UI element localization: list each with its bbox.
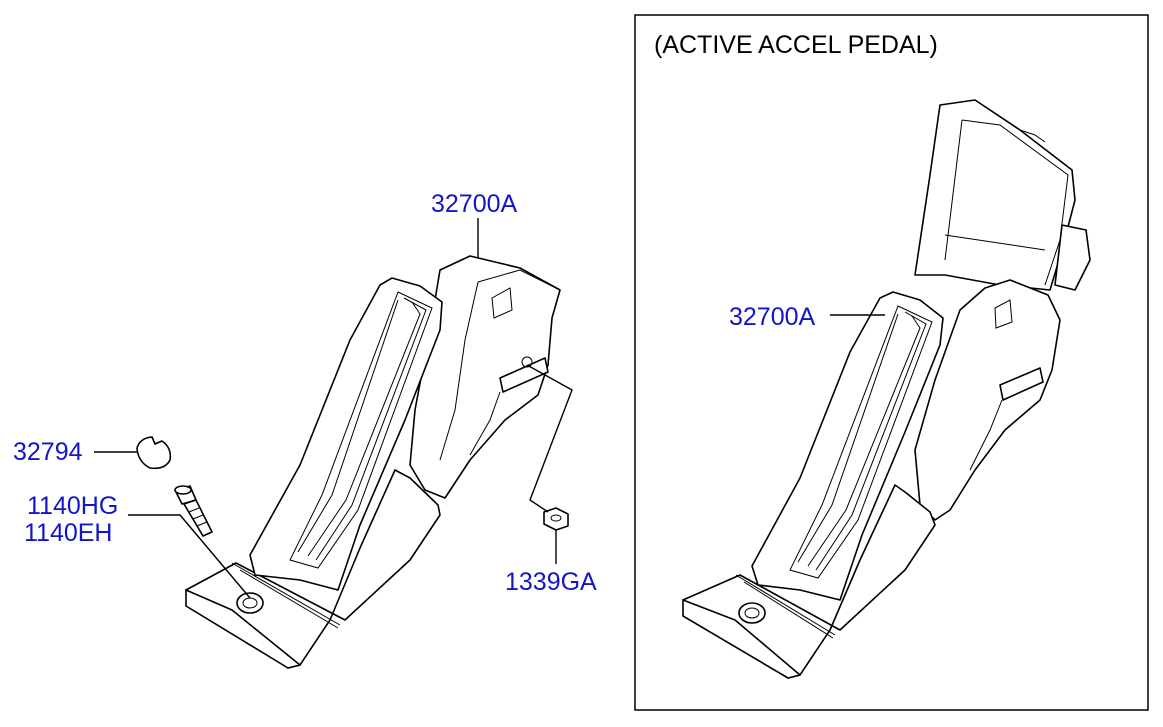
pedal-cap	[136, 436, 172, 470]
leader-line-bolt	[128, 514, 251, 599]
inset-title: (ACTIVE ACCEL PEDAL)	[654, 31, 938, 59]
leader-line-nut	[526, 364, 573, 564]
active-accelerator-pedal-assembly	[682, 99, 1091, 679]
label-pedal-main: 32700A	[431, 190, 518, 218]
accelerator-pedal-assembly	[185, 255, 561, 669]
label-nut: 1339GA	[505, 568, 597, 596]
label-pedal-active: 32700A	[729, 303, 816, 331]
active-pedal-inset-frame	[634, 14, 1149, 711]
label-bolt-eh: 1140EH	[24, 519, 113, 547]
nut	[543, 507, 569, 531]
label-cap: 32794	[13, 438, 83, 466]
label-bolt-hg: 1140HG	[27, 492, 118, 520]
bolt	[174, 485, 213, 537]
